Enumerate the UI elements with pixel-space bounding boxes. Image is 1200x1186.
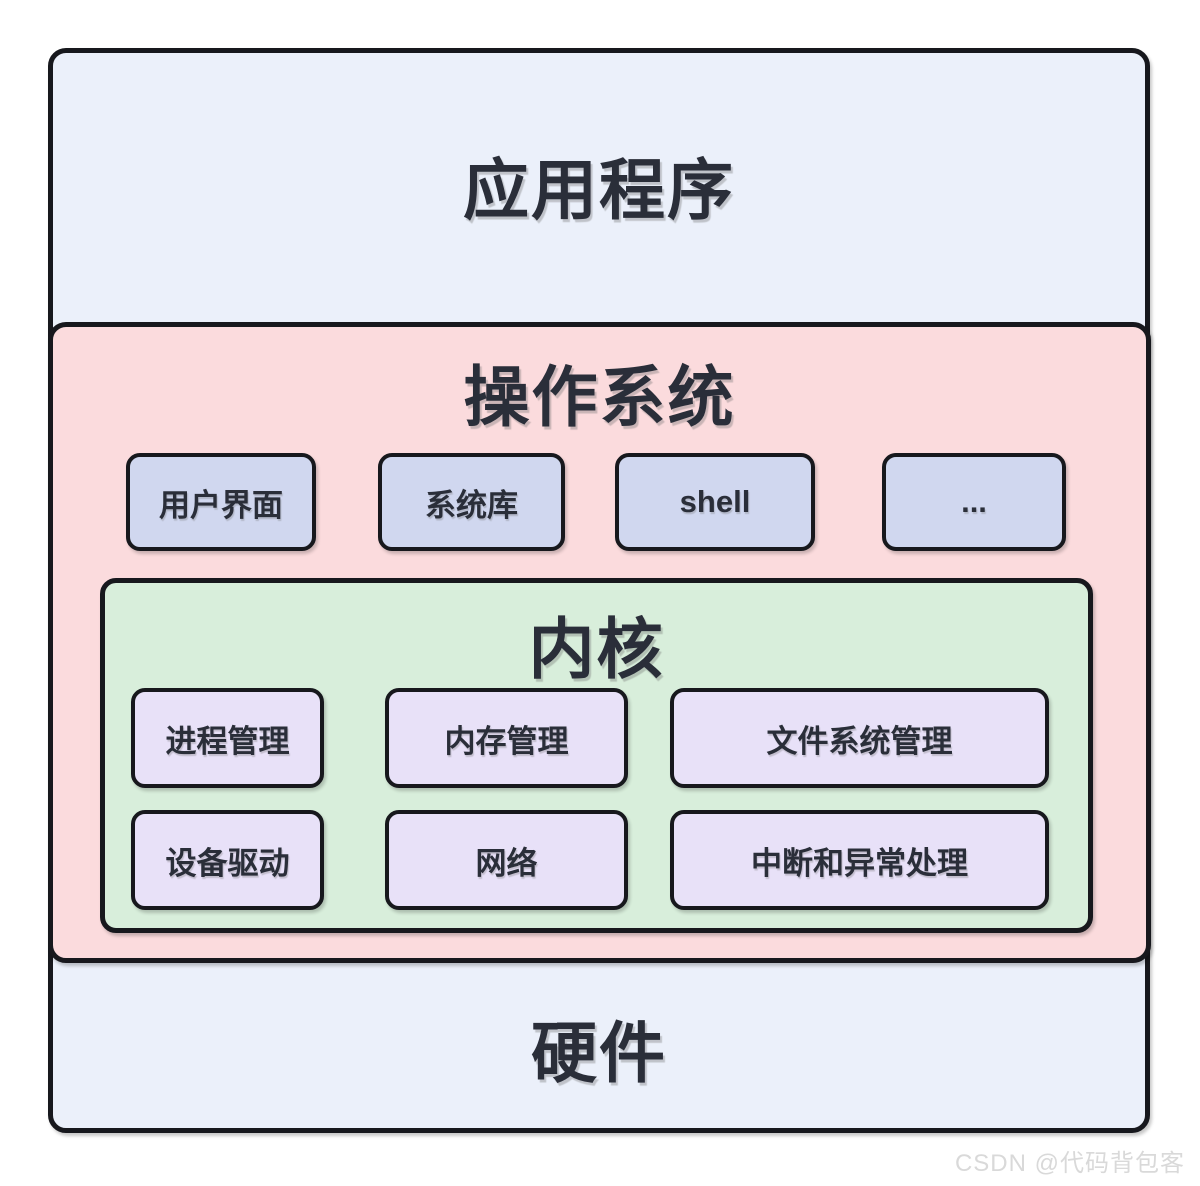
os-component-user-interface: 用户界面 bbox=[126, 453, 316, 551]
os-component-system-library: 系统库 bbox=[378, 453, 565, 551]
csdn-watermark: CSDN @代码背包客 bbox=[954, 1150, 1185, 1177]
kernel-module-memory-management: 内存管理 bbox=[385, 688, 628, 788]
kernel-module-network: 网络 bbox=[385, 810, 628, 910]
os-component-ellipsis: ... bbox=[882, 453, 1066, 551]
application-layer: 应用程序 bbox=[48, 48, 1150, 322]
os-layer-label: 操作系统 bbox=[463, 360, 736, 434]
hardware-layer: 硬件 bbox=[48, 963, 1150, 1133]
kernel-label: 内核 bbox=[528, 612, 665, 686]
hardware-layer-label: 硬件 bbox=[531, 1016, 667, 1090]
kernel-module-device-drivers: 设备驱动 bbox=[131, 810, 324, 910]
os-component-shell: shell bbox=[615, 453, 815, 551]
application-layer-label: 应用程序 bbox=[463, 153, 735, 227]
kernel-title-band: 内核 bbox=[100, 592, 1093, 696]
kernel-module-process-management: 进程管理 bbox=[131, 688, 324, 788]
kernel-module-filesystem-management: 文件系统管理 bbox=[670, 688, 1049, 788]
os-layer-title-band: 操作系统 bbox=[48, 338, 1151, 446]
kernel-module-interrupt-exception-handling: 中断和异常处理 bbox=[670, 810, 1049, 910]
